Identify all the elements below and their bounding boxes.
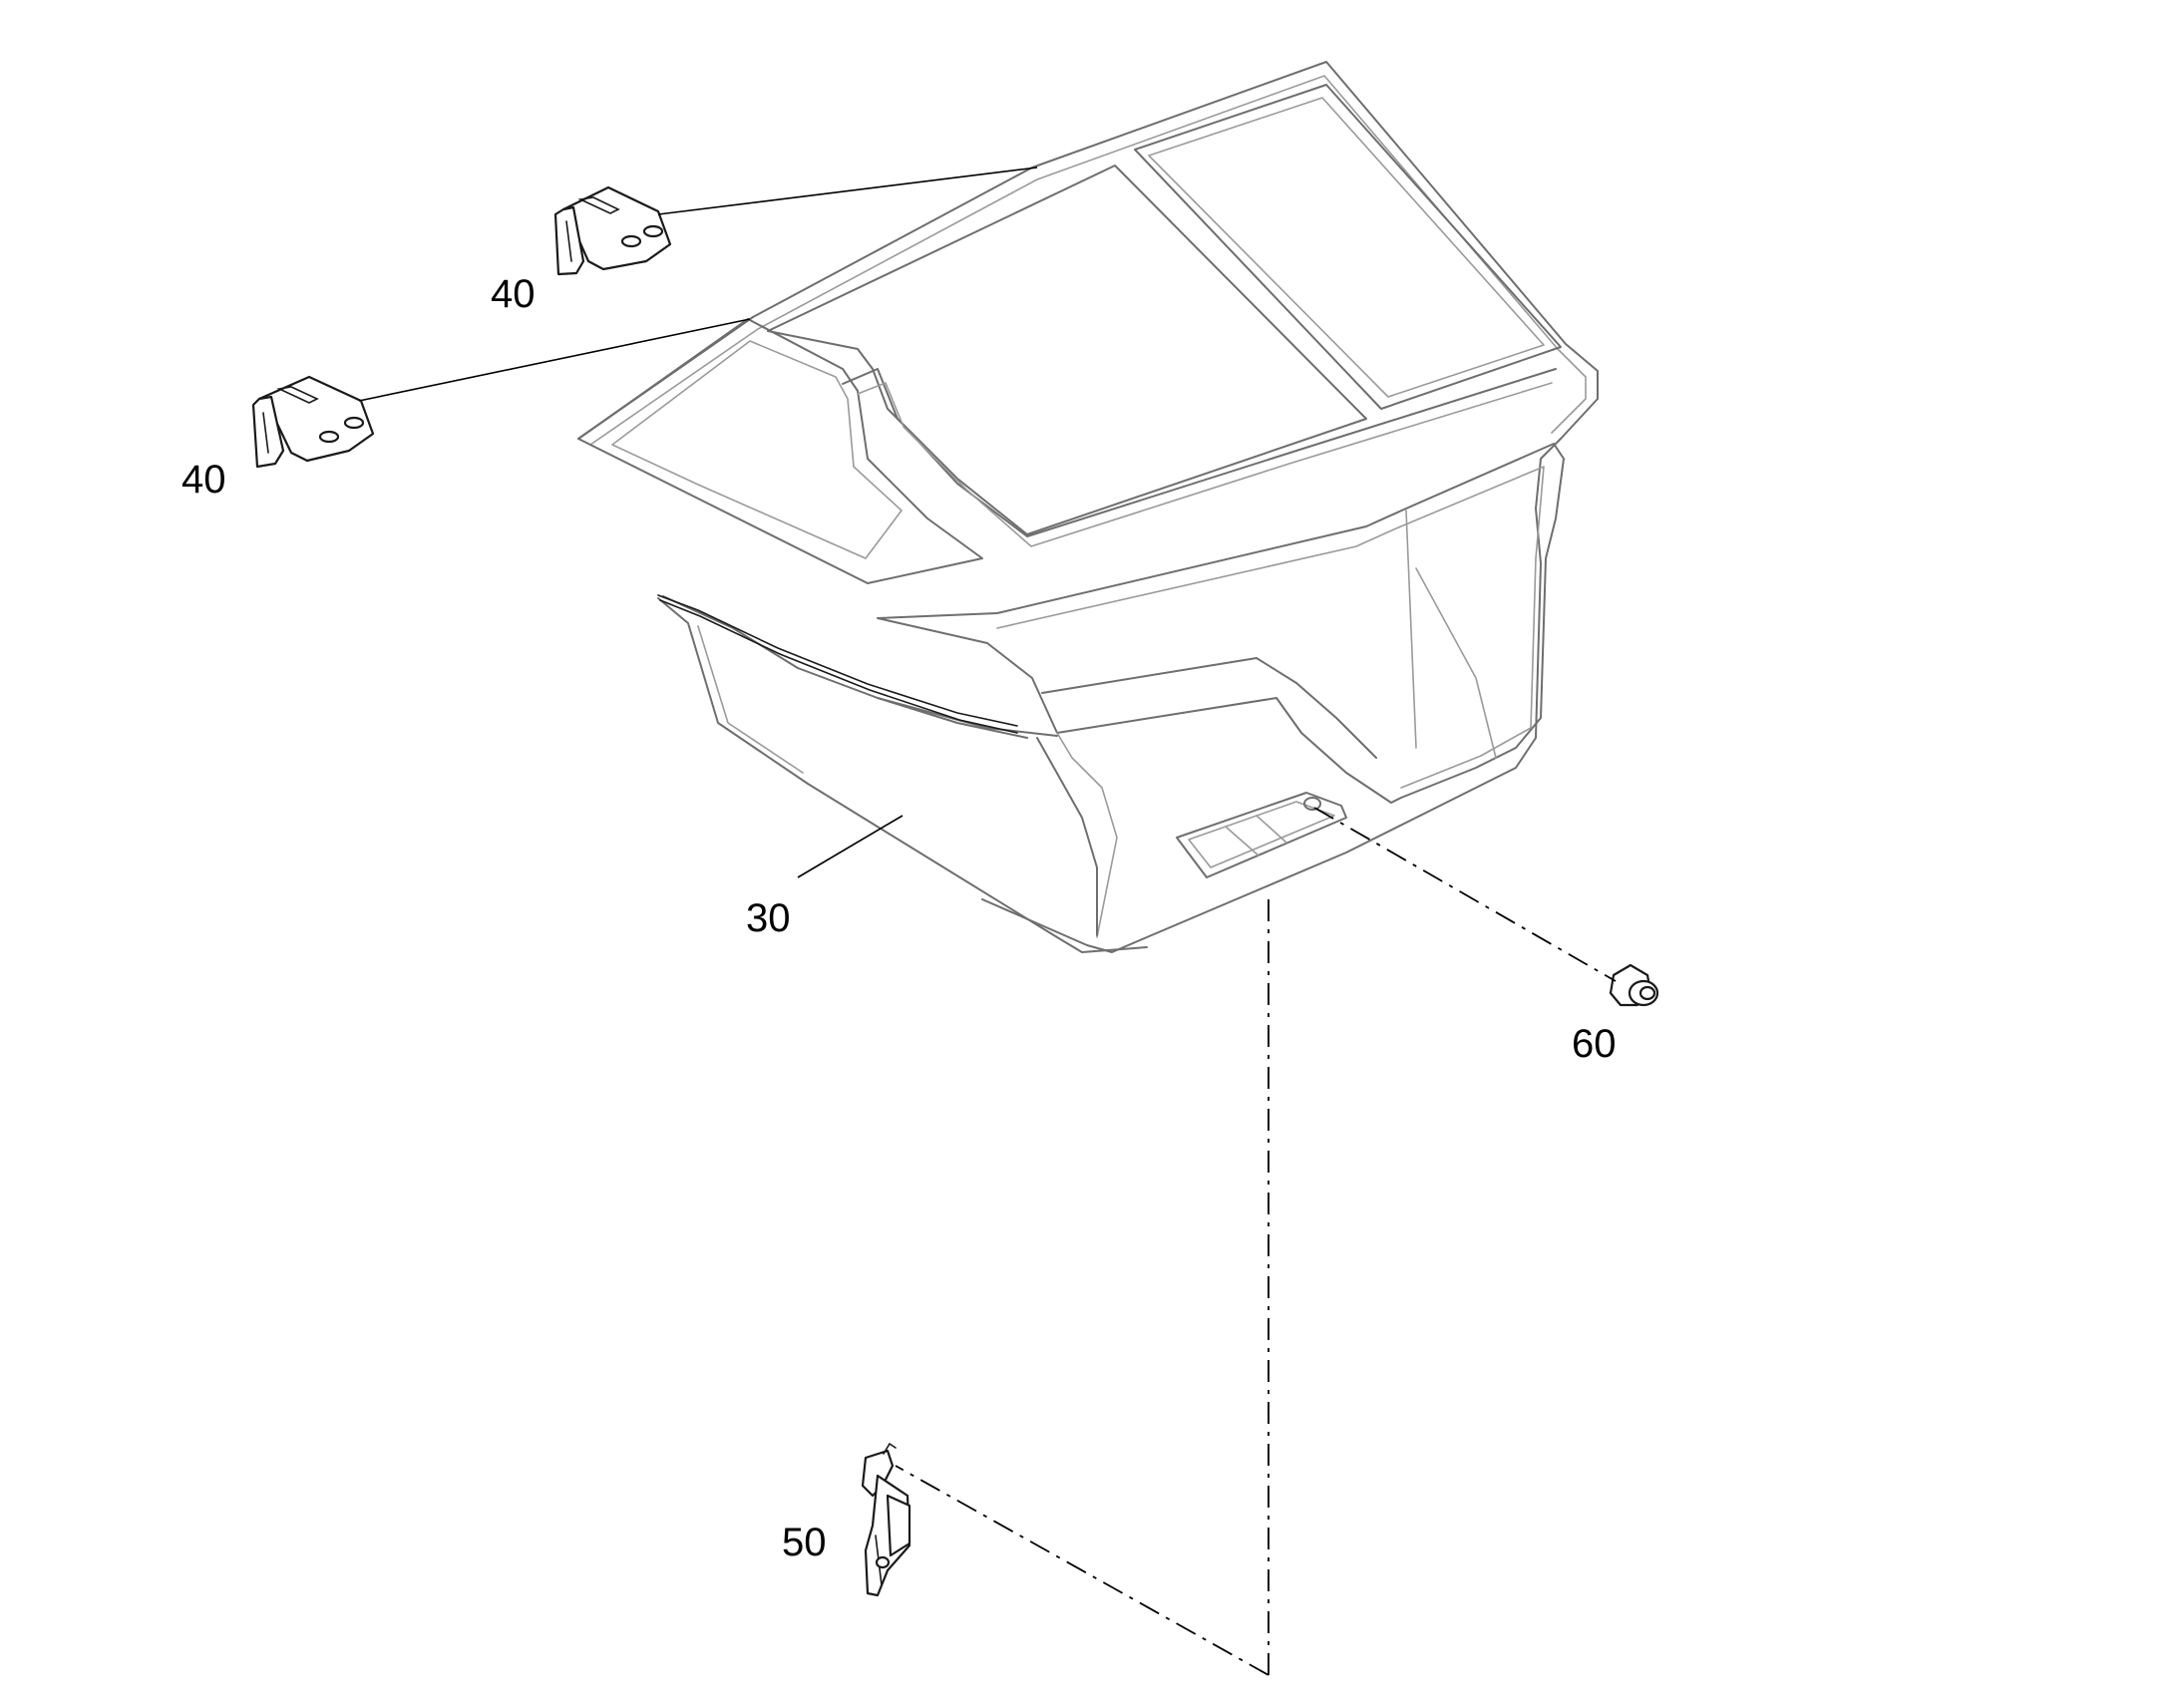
storage-cover-part[interactable]	[577, 61, 1599, 953]
hinge-lower-part[interactable]	[251, 375, 375, 469]
hinge-upper-part[interactable]	[553, 185, 672, 276]
callout-40-upper: 40	[491, 272, 536, 316]
callout-40-lower: 40	[182, 458, 226, 502]
callout-50: 50	[782, 1521, 827, 1564]
callout-60: 60	[1572, 1022, 1617, 1066]
fastener-part[interactable]	[1609, 963, 1659, 1007]
callout-30: 30	[746, 896, 791, 940]
latch-part[interactable]	[861, 1442, 911, 1597]
